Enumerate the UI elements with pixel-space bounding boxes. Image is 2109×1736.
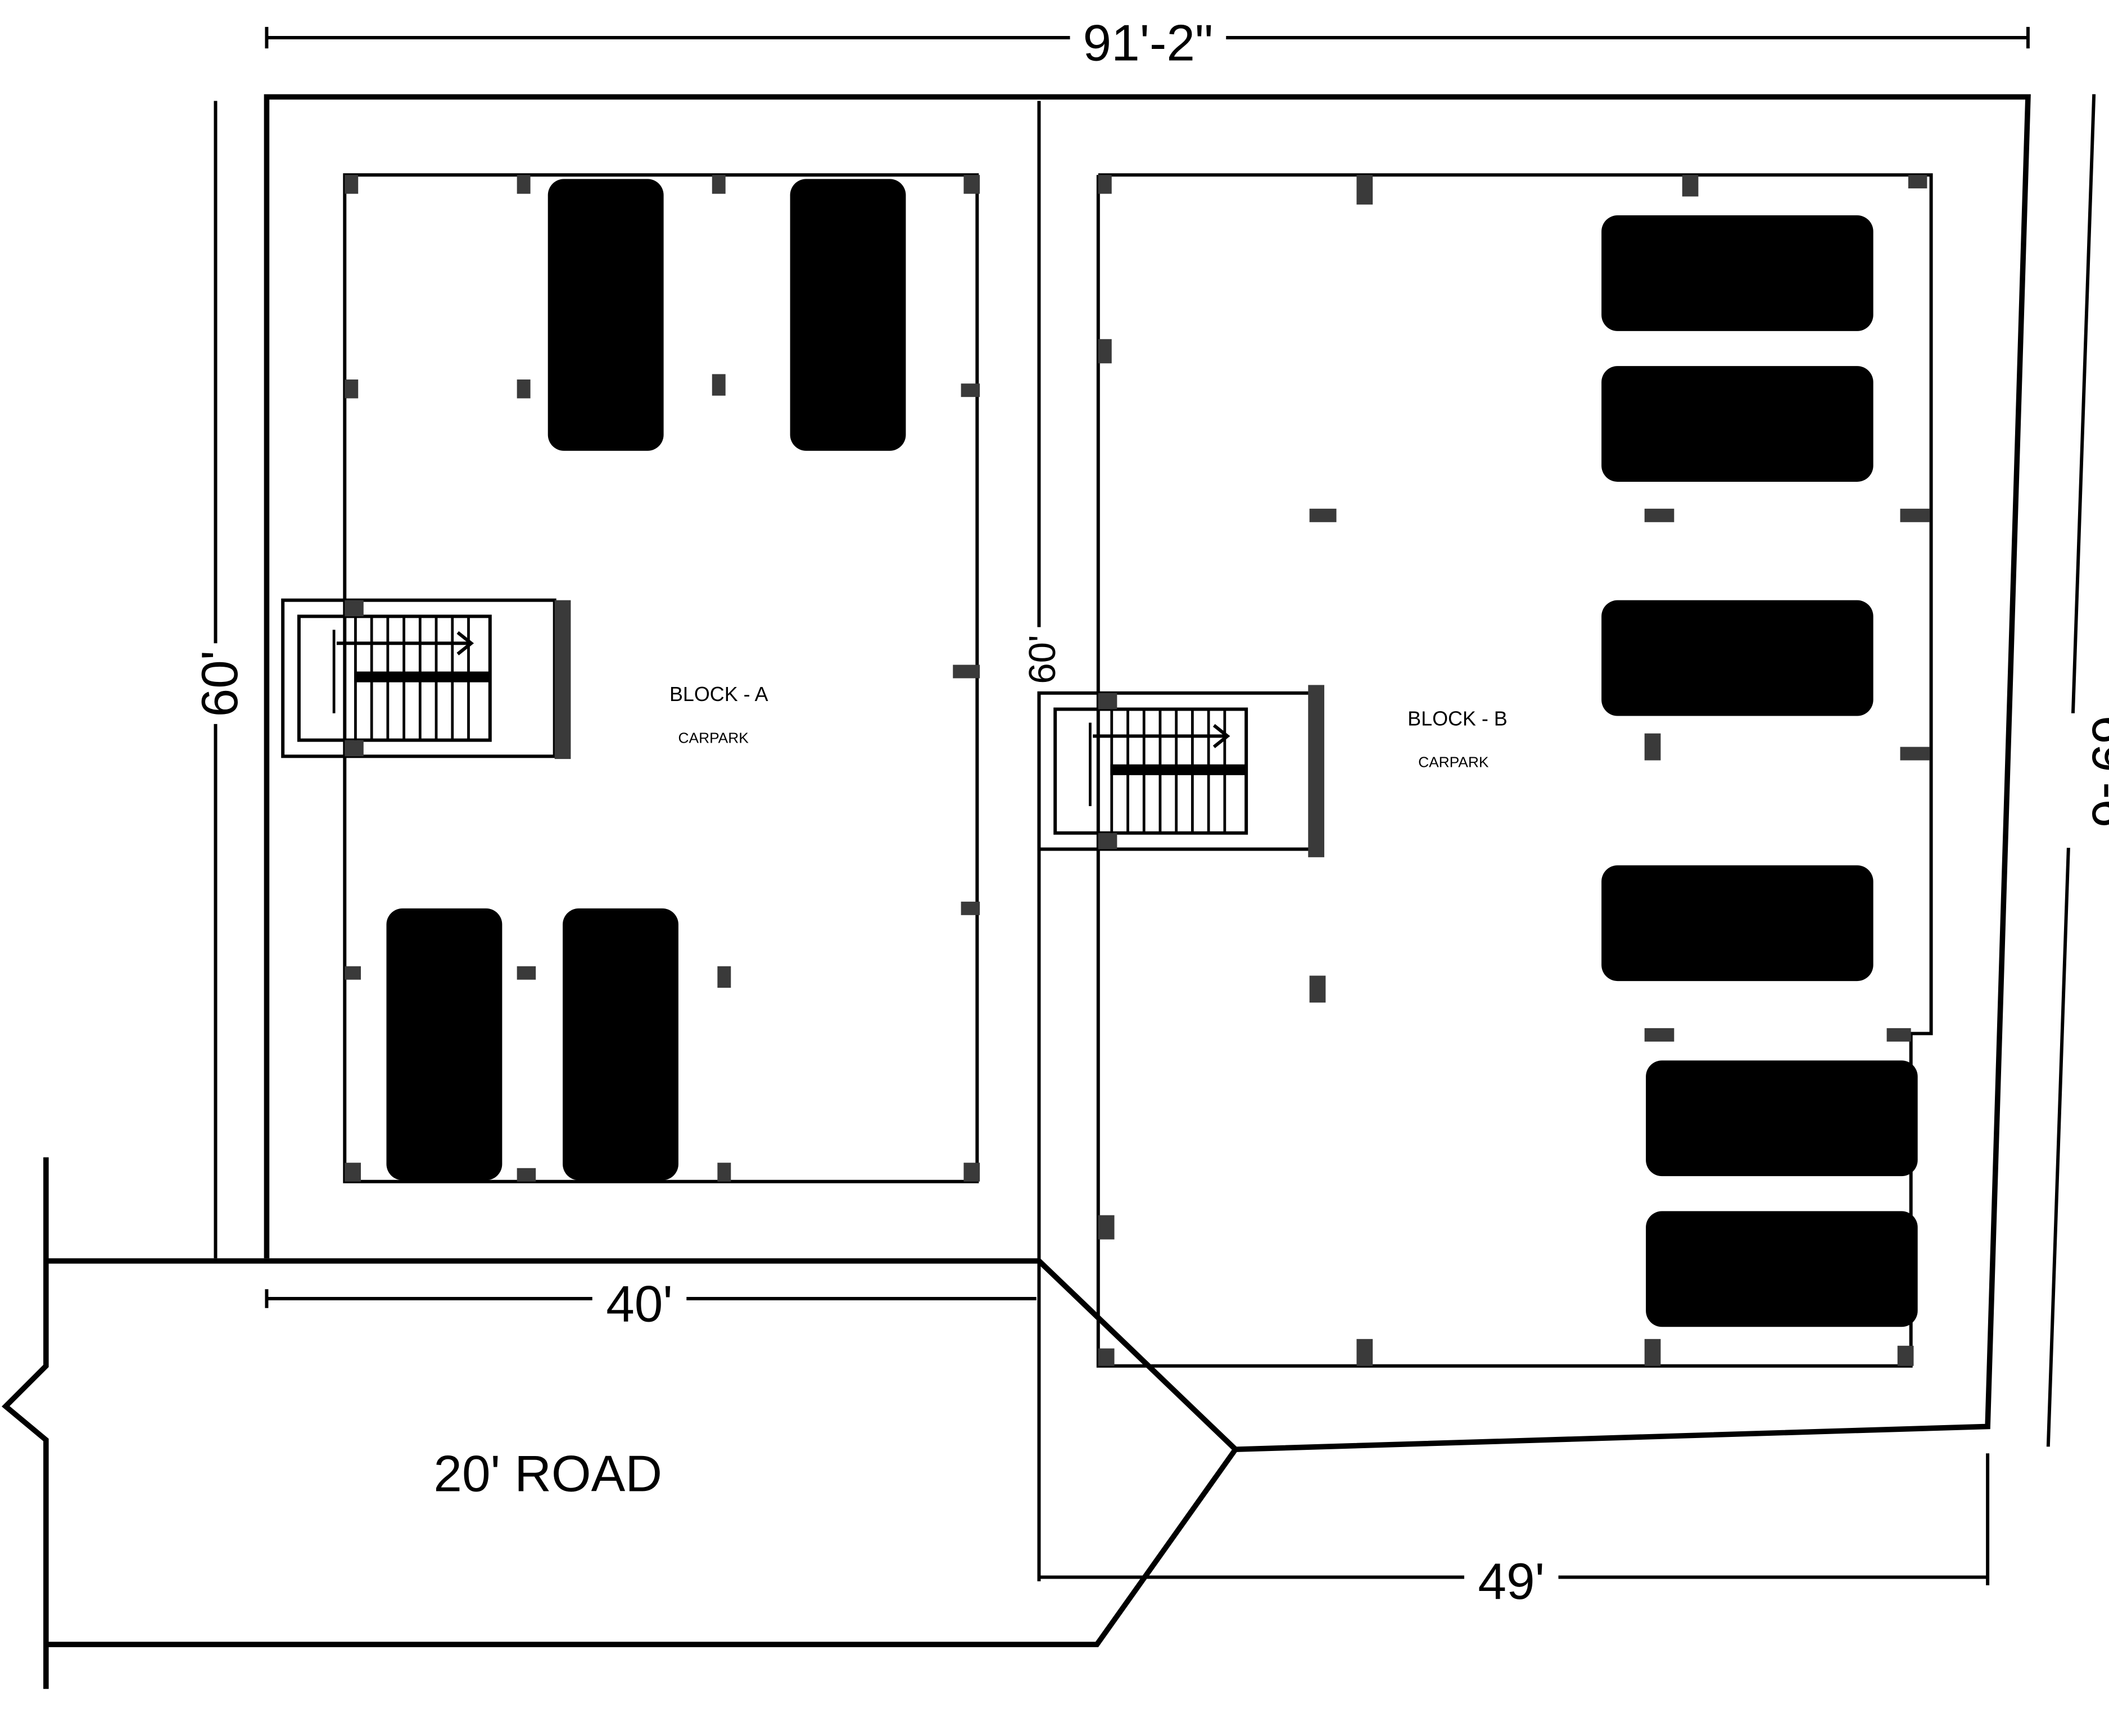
road-label: 20' ROAD: [433, 1445, 662, 1502]
dimension-inner: 60': [1020, 101, 1063, 1581]
car-icon: [1601, 600, 1873, 716]
car-icon: [1601, 865, 1873, 982]
block-a-name: BLOCK - A: [669, 683, 768, 706]
dimension-top: 91'-2": [265, 11, 2030, 72]
car-icon: [1601, 366, 1873, 482]
dimension-bottom-left-label: 40': [606, 1276, 673, 1333]
dimension-right: 69'-6": [2046, 94, 2109, 1447]
dimension-left: 60': [191, 101, 248, 1259]
car-icon: [1601, 215, 1873, 331]
car-icon: [1646, 1060, 1918, 1177]
block-b: BLOCK - B CARPARK: [1037, 173, 1933, 1368]
dimension-right-label: 69'-6": [2081, 716, 2109, 846]
dimension-top-label: 91'-2": [1083, 15, 1214, 72]
car-icon: [1646, 1211, 1918, 1327]
dimension-bottom-right-label: 49': [1478, 1553, 1545, 1610]
dimension-bottom-right: 49': [1039, 1453, 1990, 1610]
dimension-bottom-left: 40': [265, 1276, 1037, 1333]
block-a-sub: CARPARK: [678, 729, 749, 746]
block-b-sub: CARPARK: [1418, 753, 1489, 770]
block-a-stair: [281, 598, 571, 760]
car-icon: [790, 179, 906, 451]
block-b-name: BLOCK - B: [1407, 707, 1508, 730]
car-icon: [563, 908, 678, 1181]
block-a: BLOCK - A CARPARK: [281, 173, 980, 1183]
road: 20' ROAD: [1, 1157, 1239, 1689]
block-a-columns: [345, 175, 980, 1182]
block-b-stair: [1037, 685, 1324, 857]
block-b-columns: [1098, 175, 1930, 1366]
car-icon: [386, 908, 503, 1181]
car-icon: [547, 179, 664, 451]
dimension-inner-label: 60': [1021, 635, 1063, 684]
dimension-left-label: 60': [192, 650, 248, 717]
block-b-cars: [1601, 215, 1918, 1327]
